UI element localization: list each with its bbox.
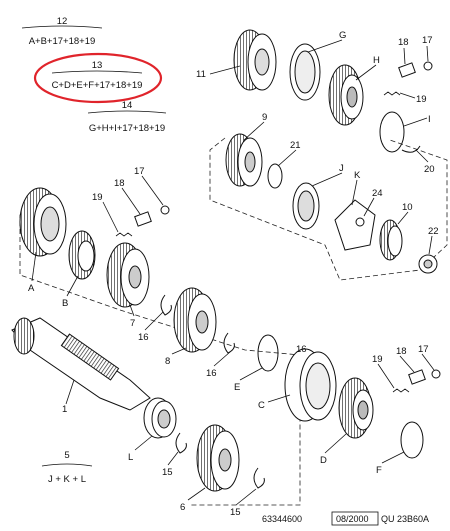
group-14: 14 G+H+I+17+18+19 [87,100,167,134]
label-8: 8 [165,356,170,367]
label-24: 24 [372,188,383,199]
hub-A [19,187,67,257]
label-7: 7 [130,318,135,329]
group-13-formula: C+D+E+F+17+18+19 [52,80,143,91]
group-13-number: 13 [92,60,103,71]
key-18-top [398,62,416,78]
label-A: A [28,283,35,294]
group-13-brace [51,70,143,74]
label-D: D [320,455,327,466]
group-5-number: 5 [64,450,69,461]
clip-15-right [253,467,265,489]
plate-K [334,199,376,251]
gear-9 [225,133,263,187]
label-B: B [62,298,68,309]
key-18-left [134,211,152,227]
sleeve-C [284,348,337,422]
spring-19-top [383,91,401,96]
callout-labels: 11 G H 18 17 19 I 20 9 21 J K 24 10 22 A… [28,30,439,518]
leader-lines [31,39,435,506]
label-6: 6 [180,502,185,513]
footer-date: 08/2000 [336,514,369,524]
assembly-frame-upper [209,137,448,281]
label-22: 22 [428,226,439,237]
ring-E [257,334,279,372]
label-15-right: 15 [230,507,241,518]
footer-code: QU 23B60A [381,514,429,524]
label-F: F [376,465,382,476]
group-5-formula: J + K + L [48,474,86,485]
clip-20 [401,145,421,153]
label-16-left: 16 [138,332,149,343]
hub-H [328,64,364,126]
gear-10 [379,219,403,261]
group-12-number: 12 [57,16,68,27]
ring-F [400,421,424,459]
label-19-right: 19 [372,354,383,365]
label-9: 9 [262,112,267,123]
label-C: C [258,400,265,411]
clip-16-center [223,332,235,354]
label-16-right: 16 [296,344,307,355]
ball-17-top [423,61,433,71]
label-18-right: 18 [396,346,407,357]
nut-22 [418,254,438,274]
group-14-formula: G+H+I+17+18+19 [89,123,165,134]
label-19-left: 19 [92,192,103,203]
gear-8 [173,287,217,353]
ring-I [379,111,405,153]
shaft-1 [11,317,151,411]
label-1: 1 [62,404,67,415]
label-17-top: 17 [422,35,433,46]
label-21: 21 [290,140,301,151]
label-K: K [354,170,361,181]
washer-21 [267,163,283,189]
ball-17-right [431,369,441,379]
label-15-left: 15 [162,467,173,478]
label-18-top: 18 [398,37,409,48]
group-12-formula: A+B+17+18+19 [29,36,96,47]
spring-19-right [392,388,410,393]
label-G: G [339,30,346,41]
gear-6 [196,424,240,492]
ball-17-left [160,205,170,215]
label-18-left: 18 [114,178,125,189]
label-H: H [373,55,380,66]
gear-7 [106,242,150,308]
label-J: J [339,163,344,174]
label-17-right: 17 [418,344,429,355]
synchro-B [68,230,96,280]
bearing-J [292,182,320,230]
label-11: 11 [196,69,206,80]
label-20: 20 [424,164,435,175]
gear-11 [233,29,277,91]
clip-16-left [160,294,172,316]
group-14-brace [87,110,167,114]
highlight-circle [33,52,163,104]
label-16-center: 16 [206,368,217,379]
group-5-brace [41,463,93,467]
label-17-left: 17 [134,166,145,177]
label-19-top: 19 [416,94,427,105]
spring-19-left [115,232,133,237]
label-L: L [128,452,133,463]
bearing-L [143,397,177,439]
footer-ref: 63344600 [262,514,302,524]
hub-D [338,377,374,439]
footer-date-box [331,511,379,526]
clip-15-left [175,432,187,454]
group-14-number: 14 [122,100,133,111]
group-5: 5 J + K + L [41,450,93,485]
footer: 63344600 08/2000 QU 23B60A [262,511,429,526]
key-18-right [408,369,426,385]
group-12-brace [21,25,103,29]
synchro-ring-G [289,43,321,101]
group-13: 13 C+D+E+F+17+18+19 [52,60,143,91]
label-10: 10 [402,202,413,213]
group-12: 12 A+B+17+18+19 [21,16,103,47]
label-E: E [234,382,240,393]
label-I: I [428,114,431,125]
